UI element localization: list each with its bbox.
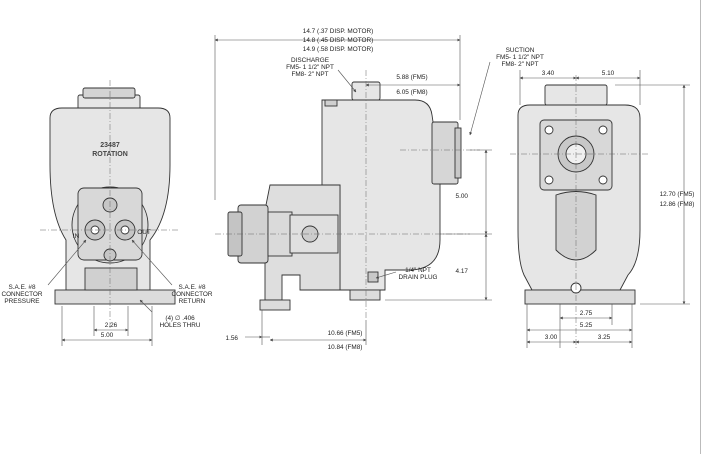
side-view-centerlines [215, 70, 480, 320]
dim-base-left: 3.00 [545, 334, 558, 341]
dim-bolt-outer: 5.25 [580, 322, 593, 329]
drain-plug-line1: 1/4" NPT [405, 267, 431, 274]
side-view-dimensions [214, 35, 492, 345]
overall-length-line1: 14.7 (.37 DISP. MOTOR) [303, 28, 373, 35]
casting-number: 23487 [100, 142, 120, 149]
dim-base-length-fm5: 10.66 (FM5) [328, 330, 363, 337]
suction-fm8: FM8- 2" NPT [501, 61, 538, 68]
overall-length-line3: 14.9 (.58 DISP. MOTOR) [303, 46, 373, 53]
end-view-dimensions [519, 70, 690, 348]
page-edge-line [700, 0, 701, 454]
pressure-connector-line3: PRESSURE [4, 298, 39, 305]
dim-total-height-fm5: 12.70 (FM5) [660, 191, 695, 198]
drain-plug-line2: DRAIN PLUG [398, 274, 437, 281]
side-view [227, 81, 462, 311]
suction-label: SUCTION [506, 47, 535, 54]
pressure-connector-line1: S.A.E. #8 [9, 284, 36, 291]
front-view-centerlines [40, 80, 180, 330]
dim-discharge-fm5: 5.88 (FM5) [396, 74, 427, 81]
dim-height-lower: 4.17 [456, 268, 469, 275]
front-view [49, 87, 176, 305]
return-connector-line1: S.A.E. #8 [179, 284, 206, 291]
dim-discharge-fm8: 6.05 (FM8) [396, 89, 427, 96]
dim-base-length-fm8: 10.84 (FM8) [328, 344, 363, 351]
holes-note-line1: (4) ∅ .406 [165, 315, 195, 322]
return-connector-line3: RETURN [179, 298, 206, 305]
holes-note-line2: HOLES THRU [159, 322, 200, 329]
dim-total-height-fm8: 12.86 (FM8) [660, 201, 695, 208]
discharge-label: DISCHARGE [291, 57, 329, 64]
return-connector-line2: CONNECTOR [171, 291, 212, 298]
dim-base-width: 5.00 [101, 332, 114, 339]
dim-base-right: 3.25 [598, 334, 611, 341]
dim-top-right: 5.10 [602, 70, 615, 77]
dim-height-upper: 5.00 [456, 193, 469, 200]
dim-top-left: 3.40 [542, 70, 555, 77]
port-in-label: IN [73, 233, 80, 240]
discharge-fm8: FM8- 2" NPT [291, 71, 328, 78]
dim-base-offset: 1.56 [226, 335, 239, 342]
overall-length-line2: 14.8 (.45 DISP. MOTOR) [303, 37, 373, 44]
port-out-label: OUT [137, 229, 151, 236]
dim-bolt-inner: 2.75 [580, 310, 593, 317]
casting-rotation-label: ROTATION [92, 151, 128, 158]
pressure-connector-line2: CONNECTOR [1, 291, 42, 298]
discharge-fm5: FM5- 1 1/2" NPT [286, 64, 334, 71]
dim-port-spacing: 2.26 [105, 322, 118, 329]
front-view-dimensions [47, 239, 173, 346]
end-view-centerlines [510, 75, 650, 350]
end-view [517, 84, 641, 305]
suction-fm5: FM5- 1 1/2" NPT [496, 54, 544, 61]
